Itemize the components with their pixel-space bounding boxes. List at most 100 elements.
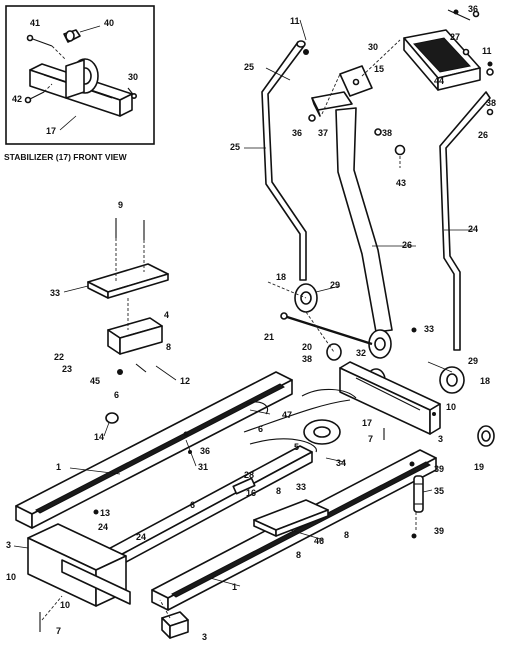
callout-5: 5 xyxy=(294,442,299,452)
axle-rod xyxy=(280,312,373,346)
inset-bolt-41 xyxy=(26,34,53,47)
rear-foot-caps xyxy=(161,611,189,639)
callout-25: 25 xyxy=(244,62,254,72)
callout-10: 10 xyxy=(446,402,456,412)
callout-11: 11 xyxy=(290,16,300,26)
inset-caption: STABILIZER (17) FRONT VIEW xyxy=(4,152,128,162)
callout-10: 10 xyxy=(6,572,16,582)
front-stabilizer xyxy=(339,361,441,435)
callout-22: 22 xyxy=(54,352,64,362)
callout-35: 35 xyxy=(434,486,444,496)
callout-3: 3 xyxy=(438,434,443,444)
callout-33: 33 xyxy=(50,288,60,298)
callout-3: 3 xyxy=(6,540,11,550)
callout-33: 33 xyxy=(424,324,434,334)
drive-belt xyxy=(243,388,357,453)
small-pulley-14 xyxy=(105,412,119,424)
callout-34: 34 xyxy=(336,458,346,468)
callout-31: 31 xyxy=(198,462,208,472)
callout-4: 4 xyxy=(164,310,169,320)
callout-21: 21 xyxy=(264,332,274,342)
callout-15: 15 xyxy=(374,64,384,74)
deck-plate-upper xyxy=(87,263,169,299)
callout-8: 8 xyxy=(296,550,301,560)
callout-19: 19 xyxy=(474,462,484,472)
callout-24: 24 xyxy=(98,522,108,532)
inset-label-42: 42 xyxy=(12,94,22,104)
callout-9: 9 xyxy=(118,200,123,210)
inset-label-30: 30 xyxy=(128,72,138,82)
callout-29: 29 xyxy=(468,356,478,366)
callout-37: 37 xyxy=(318,128,328,138)
left-side-rail xyxy=(15,371,293,529)
upright-post xyxy=(311,91,393,333)
callout-27: 27 xyxy=(450,32,460,42)
callout-11: 11 xyxy=(482,46,492,56)
end-cap-round xyxy=(477,425,495,447)
callout-6: 6 xyxy=(114,390,119,400)
stabilizer-inset: 41 40 30 42 17 STABILIZER (17) FRONT VIE… xyxy=(4,5,155,162)
callout-24: 24 xyxy=(136,532,146,542)
rear-cross-member xyxy=(27,523,131,607)
callout-38: 38 xyxy=(302,354,312,364)
deck-plate-lower xyxy=(253,499,329,537)
pedal-bracket xyxy=(107,317,163,355)
callout-25: 25 xyxy=(230,142,240,152)
inset-label-41: 41 xyxy=(30,18,40,28)
console-bracket xyxy=(339,65,373,97)
callout-14: 14 xyxy=(94,432,104,442)
callout-28: 28 xyxy=(244,470,254,480)
callout-8: 8 xyxy=(276,486,281,496)
inset-bracket xyxy=(63,29,81,43)
inset-roller-wheel xyxy=(65,58,99,99)
callout-46: 46 xyxy=(314,536,324,546)
top-hardware xyxy=(308,9,494,156)
callout-10: 10 xyxy=(60,600,70,610)
callout-13: 13 xyxy=(100,508,110,518)
callout-12: 12 xyxy=(180,376,190,386)
callout-33: 33 xyxy=(296,482,306,492)
callout-8: 8 xyxy=(166,342,171,352)
callout-44: 44 xyxy=(434,76,444,86)
console xyxy=(403,29,481,91)
callout-38: 38 xyxy=(486,98,496,108)
callout-7: 7 xyxy=(368,434,373,444)
callout-36: 36 xyxy=(468,4,478,14)
callout-18: 18 xyxy=(276,272,286,282)
shock-shaft xyxy=(413,475,424,513)
inset-label-40: 40 xyxy=(104,18,114,28)
callout-43: 43 xyxy=(396,178,406,188)
callout-7: 7 xyxy=(56,626,61,636)
assembly-guides xyxy=(41,39,417,621)
callout-23: 23 xyxy=(62,364,72,374)
inset-bolt-42 xyxy=(24,91,45,104)
callout-1: 1 xyxy=(232,582,237,592)
callout-6: 6 xyxy=(258,424,263,434)
cylinder-28 xyxy=(232,477,256,495)
callout-39: 39 xyxy=(434,464,444,474)
callout-18: 18 xyxy=(480,376,490,386)
callout-6: 6 xyxy=(190,500,195,510)
callout-24: 24 xyxy=(468,224,478,234)
callout-39: 39 xyxy=(434,526,444,536)
loose-bolts xyxy=(39,218,385,632)
callout-3: 3 xyxy=(202,632,207,642)
callout-1: 1 xyxy=(56,462,61,472)
callout-30: 30 xyxy=(368,42,378,52)
flywheel xyxy=(303,419,341,445)
callout-29: 29 xyxy=(330,280,340,290)
inset-screw-30 xyxy=(127,87,138,100)
callout-26: 26 xyxy=(402,240,412,250)
callout-32: 32 xyxy=(356,348,366,358)
right-handrail xyxy=(439,91,491,351)
callout-36: 36 xyxy=(292,128,302,138)
callout-8: 8 xyxy=(344,530,349,540)
inset-label-17: 17 xyxy=(46,126,56,136)
callout-36: 36 xyxy=(200,446,210,456)
callout-38: 38 xyxy=(382,128,392,138)
left-handrail xyxy=(261,40,307,281)
callout-47: 47 xyxy=(282,410,292,420)
callout-17: 17 xyxy=(362,418,372,428)
callout-labels: 1 1 3 3 3 4 5 6 6 6 7 7 8 8 8 8 9 10 10 … xyxy=(6,4,496,642)
